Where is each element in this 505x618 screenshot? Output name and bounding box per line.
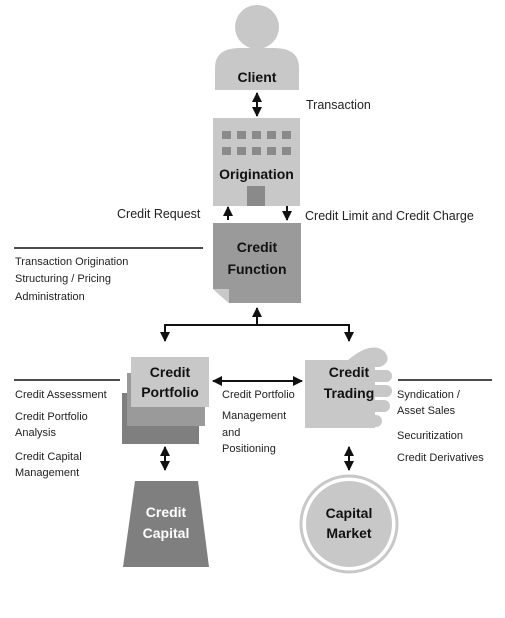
middle-role-4: Positioning bbox=[222, 443, 276, 455]
capital-market-circle-inner bbox=[306, 481, 392, 567]
middle-role-2: Management bbox=[222, 410, 287, 422]
credit-portfolio-label-line2: Portfolio bbox=[141, 384, 199, 400]
client-person-icon bbox=[215, 5, 299, 90]
trading-role-2: Securitization bbox=[397, 430, 464, 442]
trading-role-3: Credit Derivatives bbox=[397, 452, 484, 464]
credit-function-document bbox=[213, 223, 301, 303]
portfolio-role-2a: Credit Portfolio bbox=[15, 411, 88, 423]
portfolio-role-1: Credit Assessment bbox=[15, 389, 107, 401]
credit-capital-trapezoid bbox=[123, 481, 209, 567]
credit-portfolio-stack bbox=[122, 357, 209, 444]
origination-label: Origination bbox=[219, 166, 294, 182]
function-role-1: Transaction Origination bbox=[15, 256, 129, 268]
credit-trading-label-line2: Trading bbox=[323, 385, 375, 401]
function-role-3: Administration bbox=[15, 291, 85, 303]
credit-capital-label-line1: Credit bbox=[145, 504, 187, 520]
middle-role-3: and bbox=[222, 427, 241, 439]
trading-role-1b: Asset Sales bbox=[397, 405, 456, 417]
client-label: Client bbox=[237, 69, 277, 85]
portfolio-role-3a: Credit Capital bbox=[15, 451, 82, 463]
portfolio-role-2b: Analysis bbox=[15, 427, 56, 439]
credit-trading-label-line1: Credit bbox=[328, 364, 370, 380]
capital-market-label-line1: Capital bbox=[325, 505, 373, 521]
capital-market-label-line2: Market bbox=[326, 525, 372, 541]
credit-capital-label-line2: Capital bbox=[142, 525, 190, 541]
credit-limit-charge-label: Credit Limit and Credit Charge bbox=[305, 209, 474, 223]
origination-building-icon bbox=[213, 118, 300, 206]
credit-function-fold bbox=[213, 289, 229, 303]
credit-function-label-line2: Function bbox=[227, 261, 287, 277]
credit-portfolio-label-line1: Credit bbox=[149, 364, 191, 380]
portfolio-role-3b: Management bbox=[15, 467, 80, 479]
credit-function-label-line1: Credit bbox=[236, 239, 278, 255]
function-role-2: Structuring / Pricing bbox=[15, 273, 111, 285]
credit-trading-hand-icon bbox=[305, 347, 392, 428]
transaction-label: Transaction bbox=[306, 98, 371, 112]
credit-request-label: Credit Request bbox=[117, 207, 201, 221]
middle-role-1: Credit Portfolio bbox=[222, 389, 295, 401]
trading-role-1a: Syndication / bbox=[397, 389, 460, 401]
